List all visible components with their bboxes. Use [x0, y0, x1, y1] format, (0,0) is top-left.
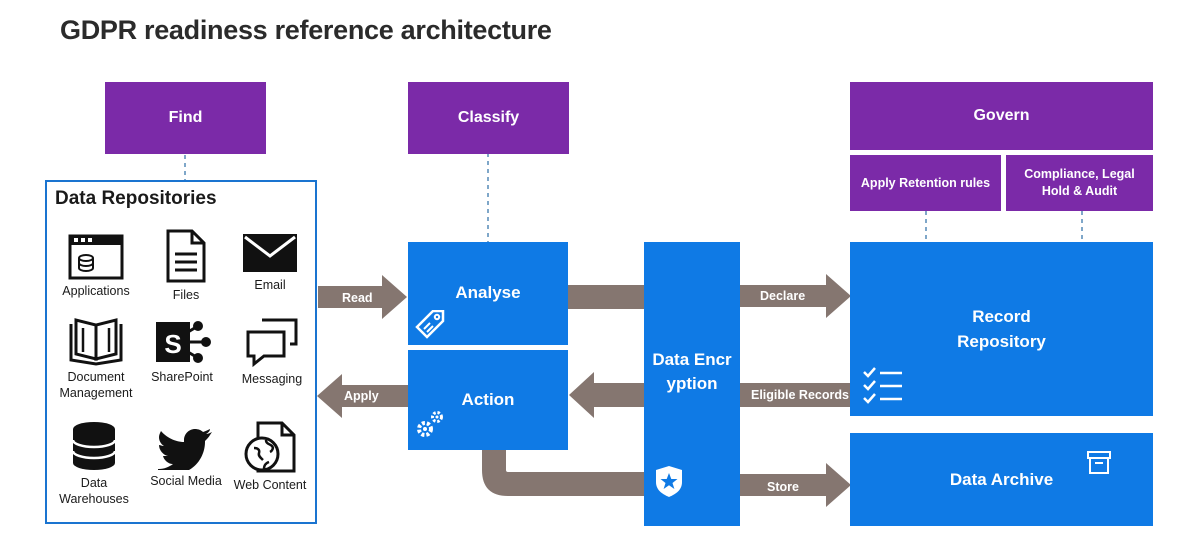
tag-icon — [415, 310, 445, 339]
repo-label-applications: Applications — [62, 284, 130, 298]
store-curve — [482, 450, 644, 496]
classify-stage: Classify — [408, 82, 569, 154]
find-stage: Find — [105, 82, 266, 154]
eligible-band — [740, 383, 850, 407]
apply-retention-stage: Apply Retention rules — [850, 155, 1001, 211]
action-label: Action — [461, 390, 515, 409]
chat-icon — [246, 318, 298, 368]
repo-label-messaging: Messaging — [241, 372, 303, 386]
store-arrow-label: Store — [767, 480, 799, 494]
web-document-icon — [244, 421, 296, 473]
repo-item-sharepoint: S SharePoint — [137, 318, 227, 385]
declare-arrow — [740, 274, 851, 318]
declare-arrow-label: Declare — [760, 289, 806, 303]
data-repositories-panel: Data Repositories Applications Files Ema — [45, 180, 317, 524]
repo-item-social-media: Social Media — [141, 426, 231, 489]
store-arrow — [740, 463, 851, 507]
email-icon — [243, 234, 297, 272]
file-icon — [166, 229, 206, 283]
repo-label-social-media: Social Media — [150, 474, 222, 488]
action-box: Action — [408, 350, 568, 450]
govern-stage: Govern — [850, 82, 1153, 150]
repo-item-data-warehouses: Data Warehouses — [49, 420, 139, 507]
apply-arrow-label: Apply — [344, 389, 379, 403]
record-repository-box: Record Repository — [850, 242, 1153, 416]
compliance-stage: Compliance, Legal Hold & Audit — [1006, 155, 1153, 211]
bird-icon — [158, 429, 212, 470]
eligible-arrow — [569, 372, 644, 418]
archive-box-icon — [1087, 451, 1111, 474]
checklist-icon — [863, 367, 902, 404]
apply-arrow — [317, 374, 408, 418]
repo-label-sharepoint: SharePoint — [151, 370, 213, 384]
repo-label-data-warehouses: Data Warehouses — [59, 476, 129, 506]
analyse-band — [568, 285, 644, 309]
database-icon — [71, 422, 117, 470]
data-encryption-label: Data Encryption — [652, 350, 732, 393]
book-icon — [69, 318, 123, 366]
eligible-records-label: Eligible Records — [751, 388, 849, 402]
page-title: GDPR readiness reference architecture — [60, 15, 552, 45]
record-repository-label: Record Repository — [957, 307, 1046, 351]
repositories-title: Data Repositories — [55, 188, 217, 209]
repo-label-document-management: Document Management — [59, 370, 133, 400]
data-encryption-box: Data Encryption — [644, 242, 740, 526]
repo-item-document-management: Document Management — [51, 316, 141, 401]
repo-label-email: Email — [254, 278, 286, 292]
sharepoint-icon: S — [156, 321, 211, 363]
repo-item-messaging: Messaging — [227, 316, 317, 387]
shield-star-icon — [656, 466, 682, 497]
repo-item-files: Files — [141, 228, 231, 303]
data-archive-label: Data Archive — [949, 469, 1054, 489]
repo-item-web-content: Web Content — [225, 420, 315, 493]
repo-item-applications: Applications — [51, 234, 141, 299]
read-arrow — [318, 275, 407, 319]
repo-label-files: Files — [172, 288, 200, 302]
gears-icon — [417, 411, 443, 437]
analyse-box: Analyse — [408, 242, 568, 345]
applications-icon — [68, 234, 124, 280]
repo-label-web-content: Web Content — [233, 478, 307, 492]
read-arrow-label: Read — [342, 291, 373, 305]
data-archive-box: Data Archive — [850, 433, 1153, 526]
repo-item-email: Email — [225, 232, 315, 293]
svg-text:S: S — [164, 329, 181, 359]
analyse-label: Analyse — [455, 283, 521, 302]
